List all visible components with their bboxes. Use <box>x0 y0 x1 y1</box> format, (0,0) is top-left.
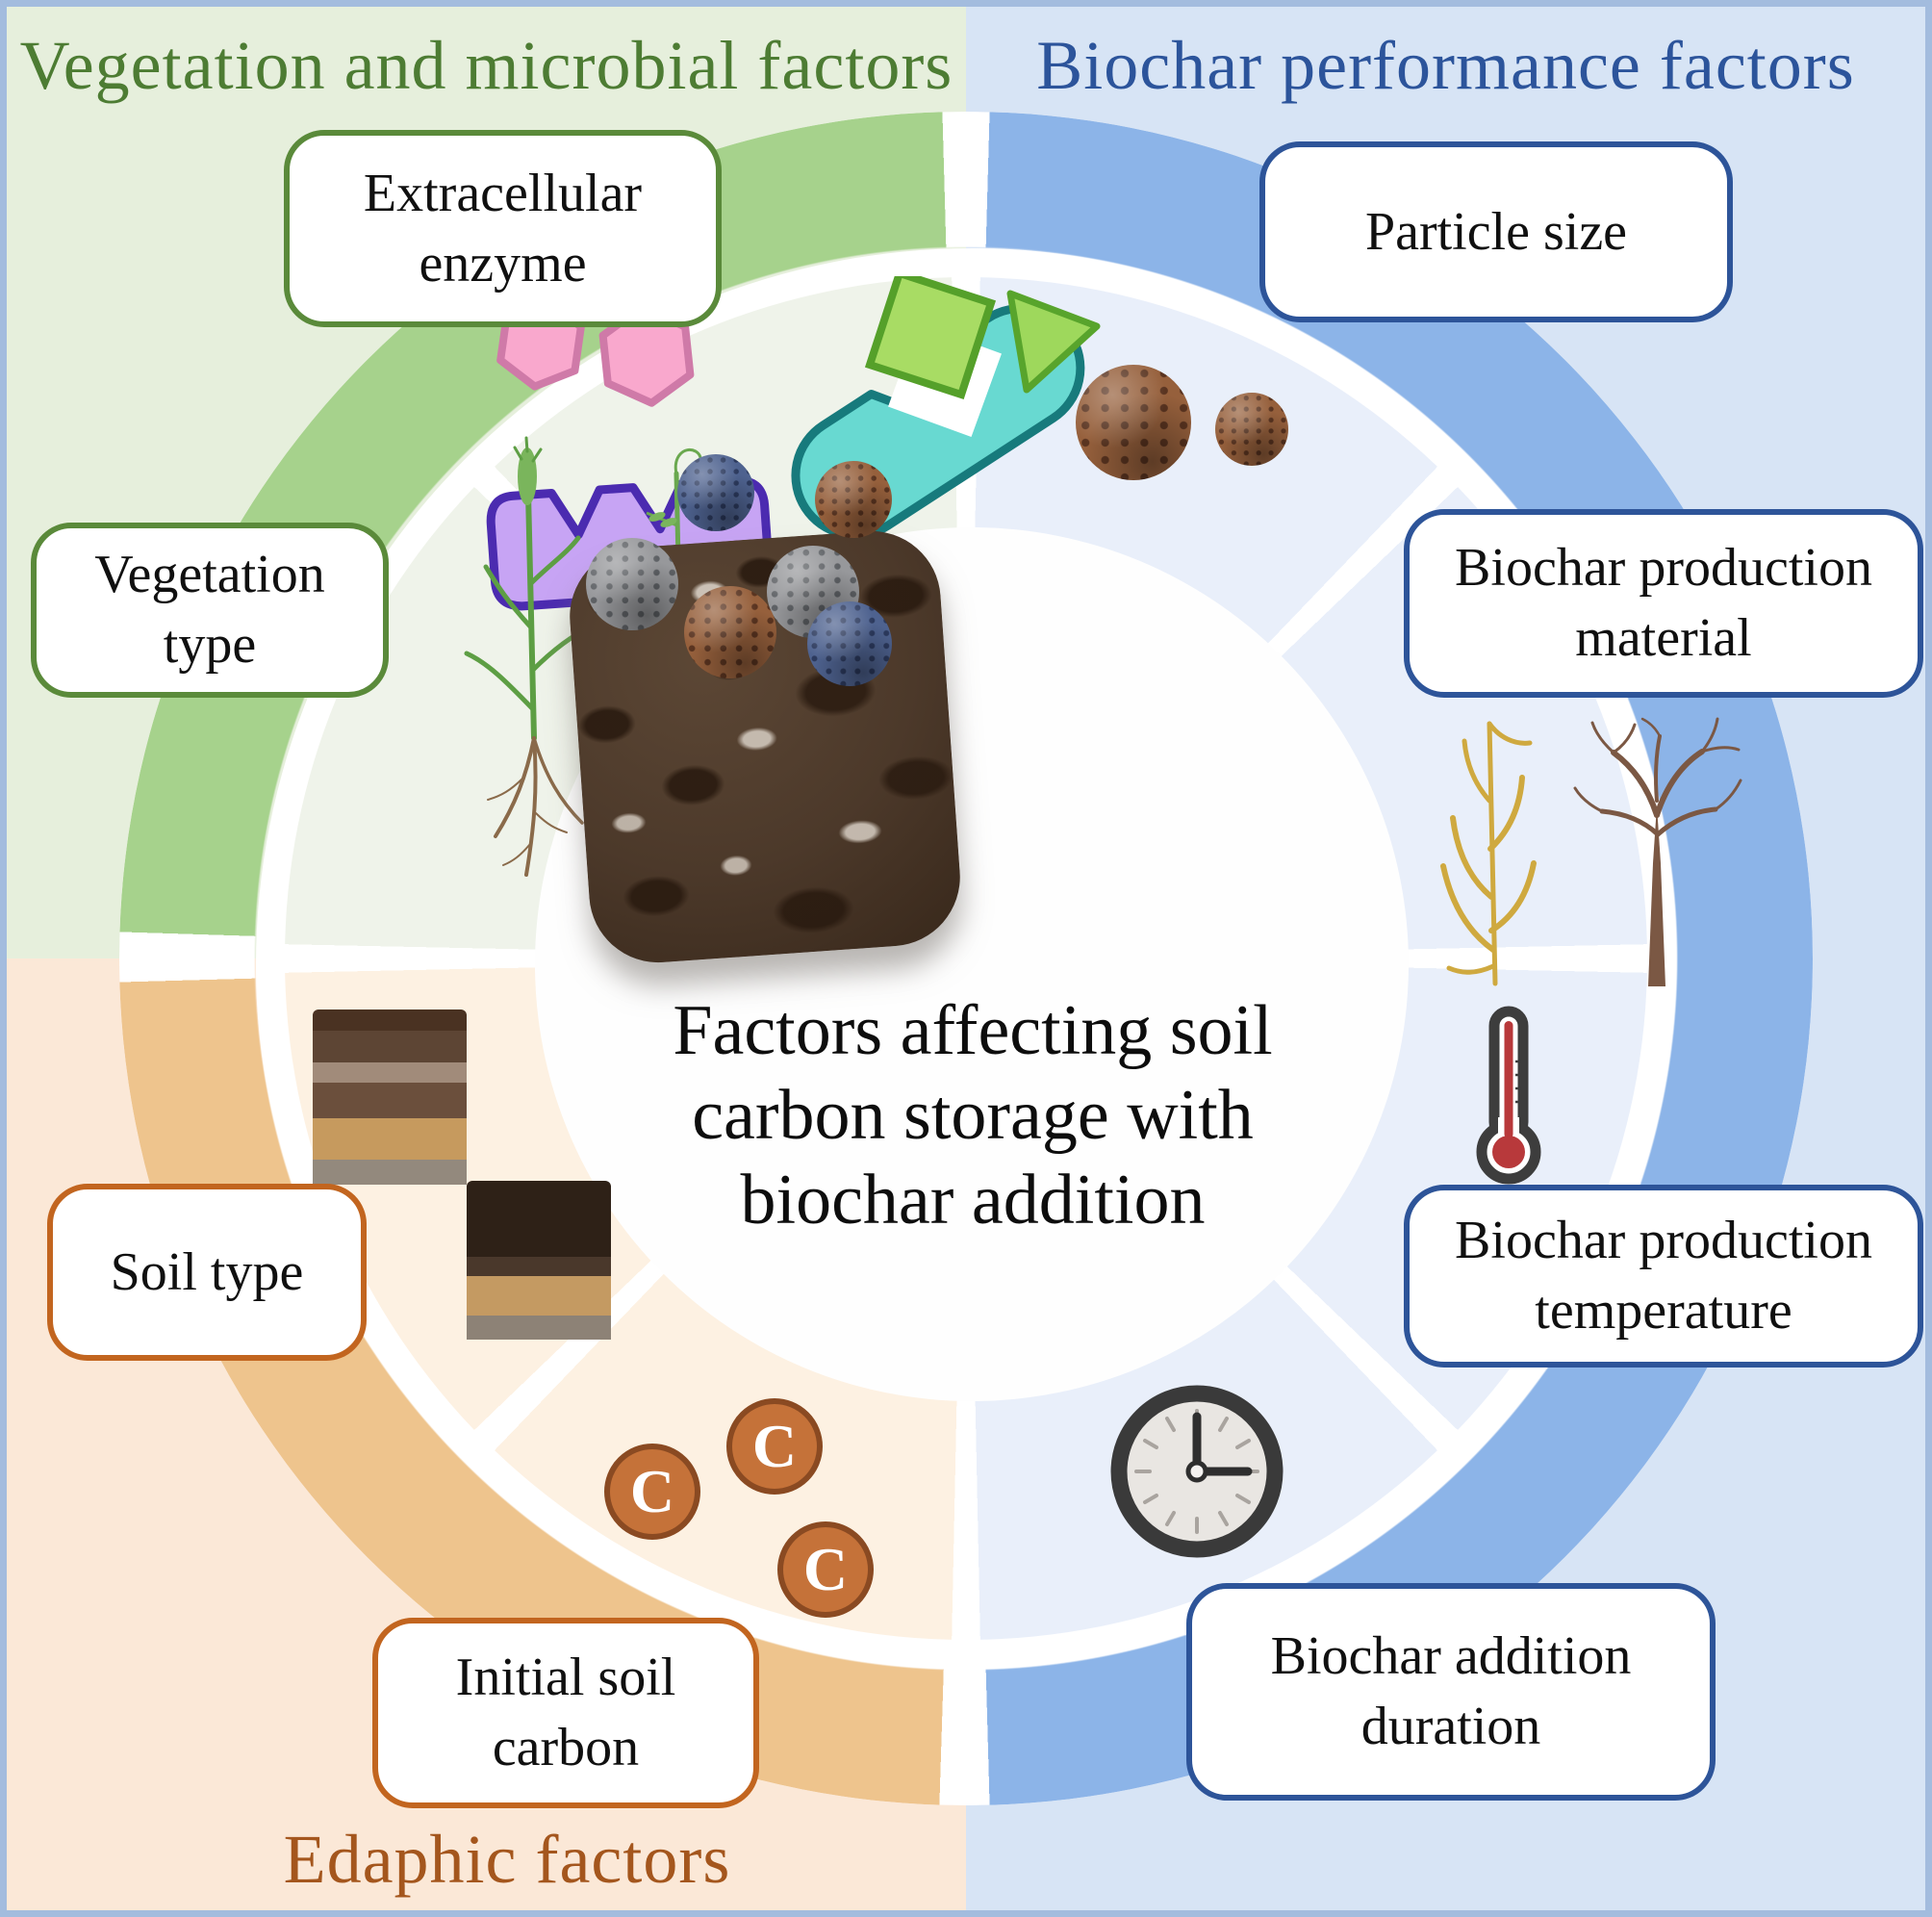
factor-box-vegetation-type: Vegetation type <box>31 523 389 698</box>
factor-box-production-temperature: Biochar production temperature <box>1404 1185 1923 1367</box>
center-title: Factors affecting soil carbon storage wi… <box>607 988 1338 1242</box>
carbon-circle-icon: C <box>726 1398 823 1495</box>
heading-biochar-performance: Biochar performance factors <box>1036 27 1855 104</box>
clock-icon <box>1110 1385 1284 1558</box>
wheat-stalk-icon <box>1440 721 1537 986</box>
center-title-line2: carbon storage with <box>692 1076 1254 1155</box>
factor-box-addition-duration: Biochar addition duration <box>1186 1583 1716 1801</box>
biochar-particle-large-icon <box>1076 365 1191 480</box>
carbon-circle-icon: C <box>604 1444 700 1540</box>
heading-edaphic: Edaphic factors <box>283 1821 731 1898</box>
factor-label: enzyme <box>419 233 587 294</box>
factor-label: Biochar production <box>1455 538 1872 599</box>
factor-label: Particle size <box>1364 201 1628 262</box>
factor-box-initial-soil-carbon: Initial soil carbon <box>372 1618 759 1808</box>
bare-tree-icon <box>1573 717 1742 986</box>
center-title-line3: biochar addition <box>740 1161 1206 1240</box>
factor-label: type <box>163 615 257 675</box>
factor-label: Vegetation <box>94 545 325 605</box>
factor-label: Soil type <box>110 1241 304 1302</box>
factor-label: material <box>1575 608 1752 668</box>
factor-box-soil-type: Soil type <box>47 1184 367 1361</box>
factor-label: duration <box>1360 1697 1541 1756</box>
factor-label: Initial soil <box>455 1648 676 1708</box>
factor-box-particle-size: Particle size <box>1259 141 1733 322</box>
factor-box-extracellular-enzyme: Extracellular enzyme <box>284 130 722 327</box>
factor-box-production-material: Biochar production material <box>1404 509 1923 698</box>
factor-label: Extracellular <box>363 163 643 223</box>
factor-label: carbon <box>492 1718 640 1777</box>
biochar-particle-small-icon <box>1215 393 1288 466</box>
center-title-line1: Factors affecting soil <box>673 991 1273 1070</box>
sorbed-sphere-blue-top-icon <box>677 454 754 531</box>
carbon-circle-icon: C <box>777 1521 874 1618</box>
sorbed-sphere-brown-top-icon <box>815 461 892 538</box>
factor-label: Biochar addition <box>1270 1626 1632 1687</box>
carbon-symbol: C <box>802 1535 849 1603</box>
factor-label: temperature <box>1535 1281 1792 1341</box>
factor-label: Biochar production <box>1455 1211 1872 1271</box>
heading-vegetation-microbial: Vegetation and microbial factors <box>19 27 953 104</box>
carbon-symbol: C <box>751 1412 798 1480</box>
sorbed-sphere-brown-center-icon <box>684 586 776 678</box>
thermometer-icon <box>1476 1006 1541 1185</box>
carbon-symbol: C <box>629 1457 675 1525</box>
sorbed-sphere-blue-right-icon <box>807 601 892 686</box>
grass-plant-icon <box>464 436 595 741</box>
sorbed-sphere-gray-left-icon <box>586 538 678 630</box>
soil-profile-dark-icon <box>467 1181 611 1340</box>
soil-profile-layered-icon <box>313 1010 467 1185</box>
